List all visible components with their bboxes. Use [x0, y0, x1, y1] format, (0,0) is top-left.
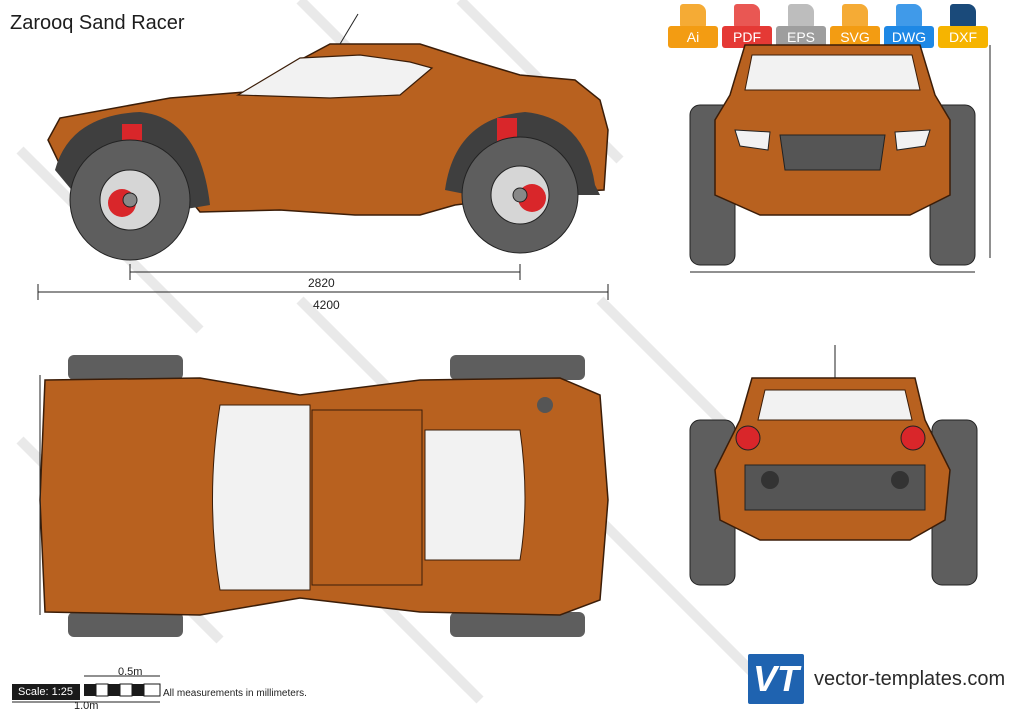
format-pdf[interactable]: PDF [722, 4, 772, 50]
rear-diffuser [744, 464, 926, 511]
left-taillight [735, 425, 761, 451]
front-view [689, 44, 991, 273]
format-ai[interactable]: Ai [668, 4, 718, 50]
roof-panel [311, 409, 423, 586]
rear-hub [512, 187, 528, 203]
format-label: PDF [722, 26, 772, 48]
dxf-file-icon [950, 4, 976, 28]
wheelbase-label: 2820 [308, 276, 335, 290]
top-rear-window [212, 404, 311, 591]
one-meter-label: 1.0m [74, 700, 99, 712]
format-download-bar: Ai PDF EPS SVG DWG DXF [668, 4, 988, 50]
antenna [339, 13, 359, 45]
top-windshield [424, 429, 526, 561]
left-exhaust [761, 471, 779, 489]
right-headlight [894, 129, 931, 151]
right-taillight [900, 425, 926, 451]
scale-label: Scale: 1:25 [12, 684, 80, 700]
top-view [39, 355, 609, 637]
format-label: EPS [776, 26, 826, 48]
length-label: 4200 [313, 298, 340, 312]
dwg-file-icon [896, 4, 922, 28]
format-dxf[interactable]: DXF [938, 4, 988, 50]
rear-view [689, 345, 978, 586]
format-svg[interactable]: SVG [830, 4, 880, 50]
half-meter-label: 0.5m [118, 666, 143, 678]
top-tire-rl [68, 612, 183, 637]
top-tire-fr [450, 355, 585, 380]
pdf-file-icon [734, 4, 760, 28]
vt-logo-icon: VT [748, 654, 804, 704]
windshield [744, 54, 921, 91]
top-tire-rr [450, 612, 585, 637]
brand-link[interactable]: VT vector-templates.com [748, 654, 1005, 704]
svg-file-icon [842, 4, 868, 28]
measurement-note: All measurements in millimeters. [163, 688, 307, 699]
left-headlight [734, 129, 771, 151]
format-dwg[interactable]: DWG [884, 4, 934, 50]
right-exhaust [891, 471, 909, 489]
brand-name: vector-templates.com [814, 667, 1006, 690]
top-tire-fl [68, 355, 183, 380]
fuel-cap [537, 397, 553, 413]
format-eps[interactable]: EPS [776, 4, 826, 50]
front-hub [122, 192, 138, 208]
side-view [37, 13, 609, 300]
scale-bar [12, 675, 161, 703]
rear-glass [757, 389, 913, 421]
format-label: Ai [668, 26, 718, 48]
format-label: SVG [830, 26, 880, 48]
page-title: Zarooq Sand Racer [10, 12, 185, 34]
format-label: DWG [884, 26, 934, 48]
format-label: DXF [938, 26, 988, 48]
side-window [235, 54, 434, 99]
front-wheel-arch [55, 112, 210, 210]
eps-file-icon [788, 4, 814, 28]
ai-file-icon [680, 4, 706, 28]
front-grille [779, 134, 886, 171]
